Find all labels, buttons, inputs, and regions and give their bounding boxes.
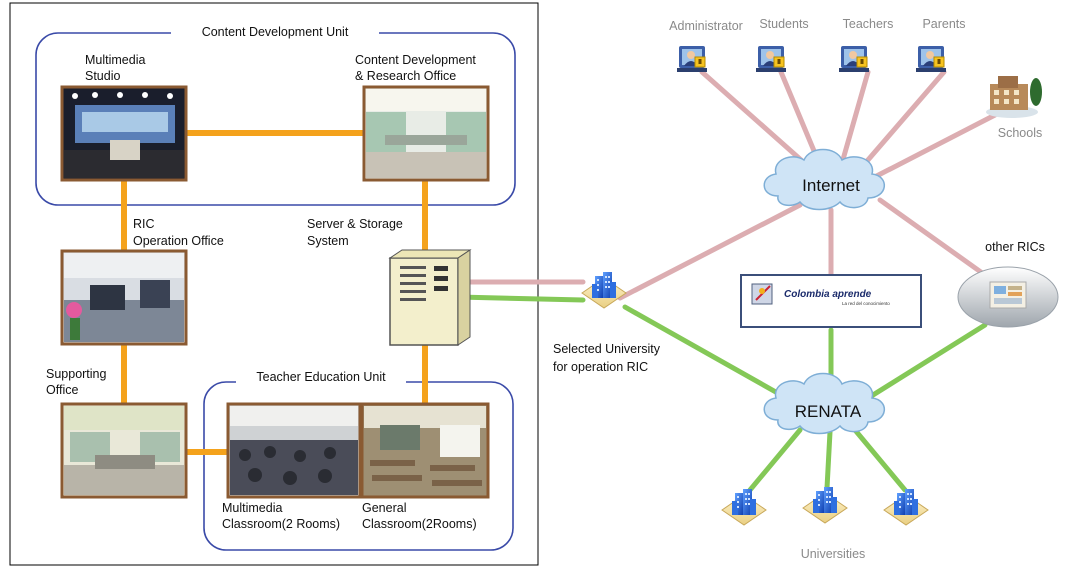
school-icon bbox=[986, 76, 1042, 118]
administrator-label: Administrator bbox=[669, 19, 743, 33]
students-label: Students bbox=[759, 17, 808, 31]
ric-operation-office-label: RIC Operation Office bbox=[133, 217, 224, 248]
svg-text:Classroom(2Rooms): Classroom(2Rooms) bbox=[362, 517, 477, 531]
link-university-renata bbox=[622, 304, 793, 403]
teacher-icon bbox=[838, 45, 870, 73]
selected-university-label-line1: Selected University bbox=[553, 342, 661, 356]
renata-cloud-icon bbox=[763, 372, 885, 435]
other-rics-label: other RICs bbox=[985, 240, 1045, 254]
svg-text:La red del conocimiento: La red del conocimiento bbox=[842, 301, 890, 306]
svg-text:Server & Storage: Server & Storage bbox=[307, 217, 403, 231]
university-icon bbox=[883, 488, 929, 526]
svg-text:Office: Office bbox=[46, 383, 78, 397]
teachers-label: Teachers bbox=[843, 17, 894, 31]
ric-operation-office-photo bbox=[60, 249, 188, 346]
parents-label: Parents bbox=[922, 17, 965, 31]
link-teachers-internet bbox=[837, 69, 871, 173]
student-icon bbox=[755, 45, 787, 73]
svg-text:Multimedia: Multimedia bbox=[85, 53, 145, 67]
svg-text:Supporting: Supporting bbox=[46, 367, 107, 381]
link-renata-university-2 bbox=[824, 429, 833, 491]
link-internet-other-rics bbox=[877, 197, 995, 283]
supporting-office-photo bbox=[60, 402, 188, 499]
link-renata-university-1 bbox=[747, 427, 803, 493]
multimedia-classroom-photo bbox=[226, 402, 362, 499]
link-schools-internet bbox=[862, 112, 998, 185]
other-rics-disk-icon bbox=[957, 266, 1059, 328]
selected-university-icon bbox=[581, 271, 627, 309]
server-storage-system-icon bbox=[388, 249, 472, 346]
svg-text:Colombia aprende: Colombia aprende bbox=[784, 289, 872, 300]
link-other-rics-renata bbox=[862, 322, 988, 403]
link-internet-university bbox=[617, 202, 803, 301]
schools-label: Schools bbox=[998, 126, 1042, 140]
link-server-university-renata bbox=[455, 294, 586, 303]
university-icon bbox=[721, 488, 767, 526]
teacher-education-unit-title: Teacher Education Unit bbox=[256, 370, 386, 384]
unit-title-mask bbox=[171, 21, 379, 41]
multimedia-classroom-label: Multimedia Classroom(2 Rooms) bbox=[222, 501, 340, 531]
colombia-aprende-logo: Colombia aprende La red del conocimiento bbox=[740, 274, 922, 328]
renata-label: RENATA bbox=[795, 402, 862, 421]
university-icon bbox=[802, 486, 848, 524]
selected-university-label-line2: for operation RIC bbox=[553, 360, 648, 374]
unit-title-mask bbox=[236, 368, 406, 388]
svg-text:General: General bbox=[362, 501, 406, 515]
content-office-label: Content Development & Research Office bbox=[355, 53, 476, 83]
general-classroom-label: General Classroom(2Rooms) bbox=[362, 501, 477, 531]
multimedia-studio-label: Multimedia Studio bbox=[85, 53, 145, 83]
svg-text:Studio: Studio bbox=[85, 69, 120, 83]
svg-text:RIC: RIC bbox=[133, 217, 155, 231]
svg-text:Content Development: Content Development bbox=[355, 53, 476, 67]
svg-text:Multimedia: Multimedia bbox=[222, 501, 282, 515]
server-storage-label: Server & Storage System bbox=[307, 217, 403, 248]
multimedia-studio-photo bbox=[60, 85, 188, 182]
universities-label: Universities bbox=[801, 547, 866, 561]
general-classroom-photo bbox=[360, 402, 490, 499]
internet-label: Internet bbox=[802, 176, 860, 195]
administrator-icon bbox=[676, 45, 708, 73]
supporting-office-label: Supporting Office bbox=[46, 367, 107, 397]
svg-text:& Research Office: & Research Office bbox=[355, 69, 456, 83]
svg-text:System: System bbox=[307, 234, 349, 248]
internet-cloud-icon bbox=[763, 148, 885, 211]
content-office-photo bbox=[362, 85, 490, 182]
parent-icon bbox=[915, 45, 947, 73]
content-development-unit-title: Content Development Unit bbox=[202, 25, 349, 39]
link-renata-university-3 bbox=[852, 427, 908, 493]
svg-text:Classroom(2 Rooms): Classroom(2 Rooms) bbox=[222, 517, 340, 531]
link-parents-internet bbox=[852, 69, 947, 178]
svg-text:Operation Office: Operation Office bbox=[133, 234, 224, 248]
network-links bbox=[121, 69, 998, 493]
